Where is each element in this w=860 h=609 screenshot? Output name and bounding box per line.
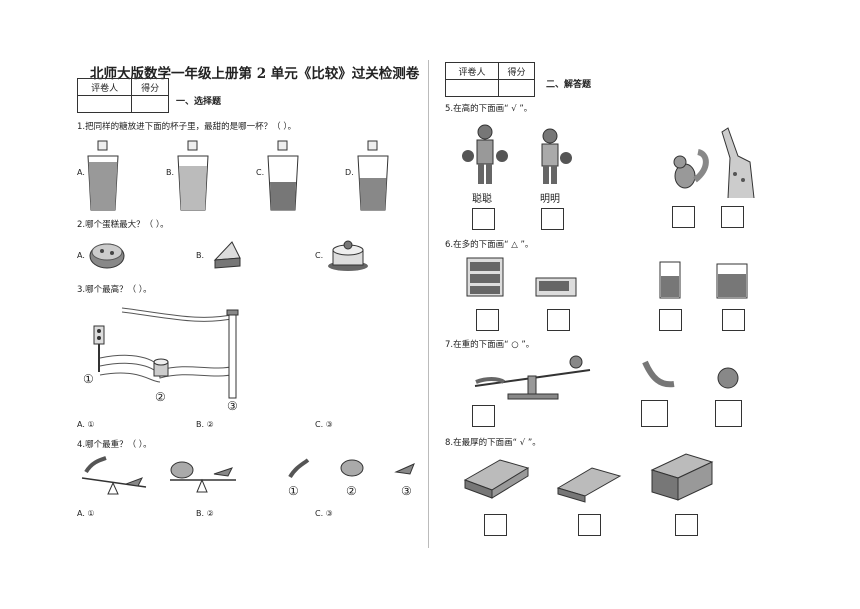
book-single-icon (556, 467, 622, 503)
q1-cups-illustration (87, 140, 389, 211)
q2-option-c: C. (315, 251, 324, 260)
q4-option-a: A. ① (77, 509, 95, 518)
q7-answer-box-3[interactable] (715, 400, 742, 427)
score-cell[interactable] (131, 95, 169, 113)
q1-option-a: A. (77, 168, 85, 177)
score-table-right: 评卷人 得分 (445, 62, 535, 97)
q8-answer-box-1[interactable] (484, 514, 507, 536)
question-1: 1.把同样的糖放进下面的杯子里，最甜的是哪一杯？（ ）。 (77, 122, 297, 132)
q1-option-c: C. (256, 168, 265, 177)
stump-icon (153, 358, 169, 377)
low-cup-icon (659, 261, 681, 299)
q4-option-b: B. ② (196, 509, 214, 518)
reviewer-cell[interactable] (76, 95, 133, 113)
score-table-left: 评卷人 得分 (76, 78, 169, 113)
q6-answer-box-4[interactable] (722, 309, 745, 331)
q1-option-d: D. (345, 168, 354, 177)
half-shelf-icon (535, 277, 577, 297)
question-2: 2.哪个蛋糕最大？（ ）。 (77, 220, 169, 230)
cup-a-icon (87, 140, 119, 211)
q6-answer-box-1[interactable] (476, 309, 499, 331)
name-congcong: 聪聪 (472, 194, 492, 205)
cup-c-icon (267, 140, 299, 211)
q3-option-a: A. ① (77, 420, 95, 429)
q4-mark-1: ① (288, 484, 299, 498)
squirrel-icon (673, 149, 709, 189)
section-title-choice: 一、选择题 (176, 97, 222, 107)
q5-illustration (462, 124, 755, 199)
q5-answer-box-3[interactable] (672, 206, 695, 228)
q4-option-c: C. ③ (315, 509, 333, 518)
cup-b-icon (177, 140, 209, 211)
question-4: 4.哪个最重？（ ）。 (77, 440, 152, 450)
q6-illustration (466, 257, 748, 299)
score-header: 得分 (131, 78, 169, 96)
traffic-light-icon (93, 325, 105, 372)
q5-answer-box-2[interactable] (541, 208, 564, 230)
q4-weight-illustration (81, 456, 415, 495)
q2-option-b: B. (196, 251, 205, 260)
donut-cake-icon (89, 243, 125, 269)
round-cake-icon (328, 240, 368, 271)
question-6: 6.在多的下面画“ △ ”。 (445, 240, 534, 250)
q8-answer-box-3[interactable] (675, 514, 698, 536)
q3-option-c: C. ③ (315, 420, 333, 429)
q2-cakes-illustration (89, 240, 368, 271)
banana-icon (642, 360, 675, 388)
q6-answer-box-2[interactable] (547, 309, 570, 331)
name-mingming: 明明 (540, 194, 560, 205)
balance-scale-icon (474, 355, 591, 400)
pole-icon (226, 309, 239, 399)
boy-congcong-icon (462, 124, 508, 184)
q3-mark-3: ③ (227, 399, 238, 413)
question-5: 5.在高的下面画“ √ ”。 (445, 104, 533, 114)
q8-illustration (463, 453, 714, 503)
reviewer-header-right: 评卷人 (445, 62, 499, 80)
column-divider (428, 60, 429, 548)
carrot-icon (394, 463, 415, 475)
question-8: 8.在最厚的下面画“ √ ”。 (445, 438, 541, 448)
q7-answer-box-1[interactable] (472, 405, 495, 427)
cabbage-icon (340, 459, 364, 477)
question-3: 3.哪个最高？（ ）。 (77, 285, 152, 295)
full-shelf-icon (466, 257, 504, 297)
q5-answer-box-1[interactable] (472, 208, 495, 230)
question-7: 7.在重的下面画“ ○ ”。 (445, 340, 535, 350)
pepper-icon (288, 458, 310, 479)
q4-mark-3: ③ (401, 484, 412, 498)
q3-option-b: B. ② (196, 420, 214, 429)
q5-answer-box-4[interactable] (721, 206, 744, 228)
q7-illustration (474, 355, 739, 400)
q4-mark-2: ② (346, 484, 357, 498)
score-header-right: 得分 (498, 62, 535, 80)
q2-option-a: A. (77, 251, 85, 260)
cake-slice-icon (213, 241, 241, 269)
orange-icon (717, 367, 739, 389)
reviewer-header: 评卷人 (76, 78, 133, 96)
q1-option-b: B. (166, 168, 175, 177)
giraffe-icon (721, 127, 755, 199)
q3-mark-2: ② (155, 390, 166, 404)
seesaw-1-icon (81, 456, 147, 495)
boy-mingming-icon (541, 128, 572, 184)
score-cell-right[interactable] (498, 79, 535, 97)
book-stack-3-icon (650, 453, 714, 501)
reviewer-cell-right[interactable] (445, 79, 499, 97)
cup-d-icon (357, 140, 389, 211)
wide-cup-icon (716, 263, 748, 299)
q7-answer-box-2[interactable] (641, 400, 668, 427)
q6-answer-box-3[interactable] (659, 309, 682, 331)
seesaw-2-icon (170, 461, 236, 493)
section-title-answer: 二、解答题 (546, 80, 592, 90)
q8-answer-box-2[interactable] (578, 514, 601, 536)
page-title: 北师大版数学一年级上册第 2 单元《比较》过关检测卷 (90, 66, 420, 82)
book-stack-2-icon (463, 459, 530, 499)
q3-height-illustration (93, 307, 239, 399)
q3-mark-1: ① (83, 372, 94, 386)
